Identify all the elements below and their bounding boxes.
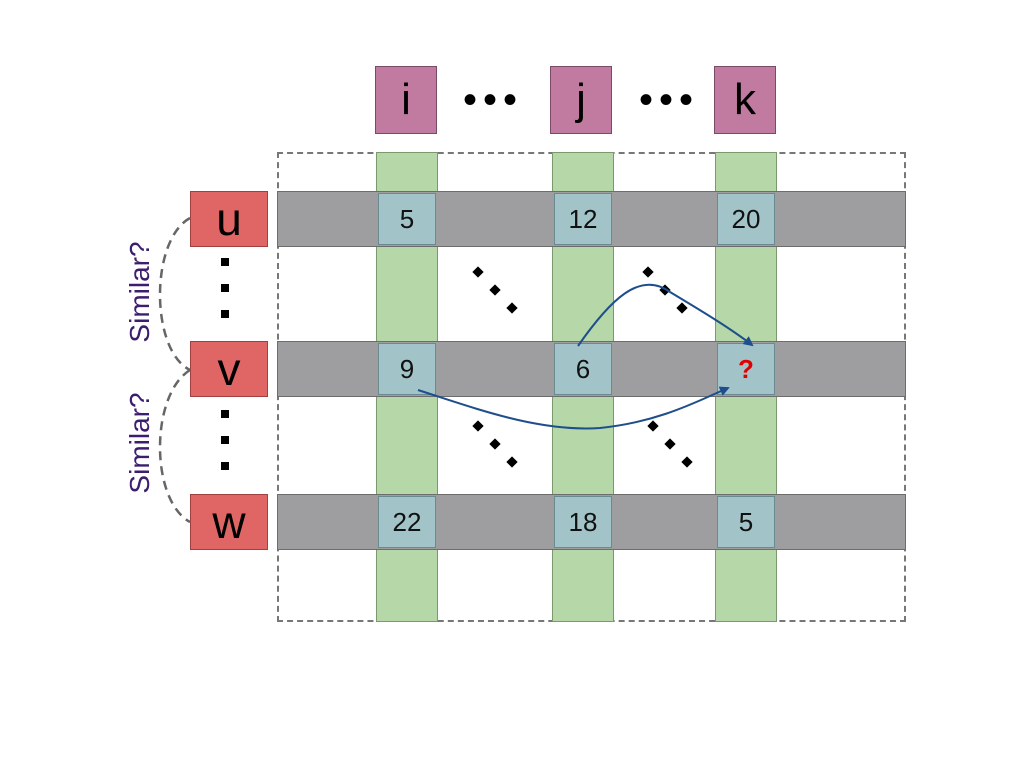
row-header-v: v — [190, 341, 268, 397]
cell-w-k: 5 — [717, 496, 775, 548]
cell-v-i: 9 — [378, 343, 436, 395]
similarity-arc-upper — [158, 216, 191, 372]
cell-v-j: 6 — [554, 343, 612, 395]
row-ellipsis-lower — [221, 410, 229, 470]
diagonal-ellipsis-1 — [472, 266, 518, 314]
row-ellipsis-upper — [221, 258, 229, 318]
cell-w-j: 18 — [554, 496, 612, 548]
column-header-i: i — [375, 66, 437, 134]
row-header-u: u — [190, 191, 268, 247]
arrow-from-j-to-unknown — [577, 283, 754, 347]
cell-u-i: 5 — [378, 193, 436, 245]
cell-w-i: 22 — [378, 496, 436, 548]
similarity-arc-lower — [158, 368, 191, 524]
arrow-from-i-to-unknown — [417, 386, 730, 430]
cell-u-j: 12 — [554, 193, 612, 245]
column-ellipsis-2: ••• — [638, 78, 699, 122]
cell-v-k-unknown: ? — [717, 343, 775, 395]
column-header-k: k — [714, 66, 776, 134]
row-header-w: w — [190, 494, 268, 550]
diagonal-ellipsis-2 — [642, 266, 688, 314]
column-ellipsis-1: ••• — [462, 78, 523, 122]
column-header-j: j — [550, 66, 612, 134]
diagonal-ellipsis-4 — [647, 420, 693, 468]
diagonal-ellipsis-3 — [472, 420, 518, 468]
cell-u-k: 20 — [717, 193, 775, 245]
